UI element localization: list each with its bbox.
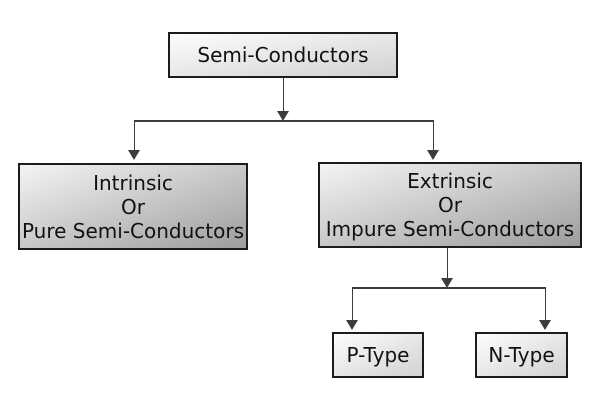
connector-level1-branch <box>134 120 434 122</box>
connector-p-type-drop <box>352 289 353 320</box>
node-p-type-label: P-Type <box>346 343 410 367</box>
connector-extrinsic-drop <box>433 122 434 150</box>
connector-intrinsic-drop <box>134 122 135 150</box>
node-extrinsic-line2: Or <box>438 193 462 217</box>
node-intrinsic-line3: Pure Semi-Conductors <box>21 218 245 243</box>
arrow-down-extrinsic-stem-icon <box>441 278 453 288</box>
node-p-type: P-Type <box>332 332 424 378</box>
connector-extrinsic-stem <box>447 248 448 279</box>
node-intrinsic: Intrinsic Or Pure Semi-Conductors <box>18 163 248 250</box>
connector-level2-branch <box>352 287 546 289</box>
node-extrinsic-line1: Extrinsic <box>407 169 493 193</box>
node-extrinsic: Extrinsic Or Impure Semi-Conductors <box>318 162 582 248</box>
connector-n-type-drop <box>545 289 546 320</box>
arrow-down-p-type-icon <box>346 320 358 330</box>
arrow-down-root-icon <box>277 111 289 121</box>
node-intrinsic-line1: Intrinsic <box>93 170 173 195</box>
arrow-down-intrinsic-icon <box>128 150 140 160</box>
node-semi-conductors-label: Semi-Conductors <box>197 43 369 67</box>
arrow-down-extrinsic-icon <box>427 150 439 160</box>
connector-root-stem <box>283 78 284 112</box>
arrow-down-n-type-icon <box>539 320 551 330</box>
node-n-type: N-Type <box>475 332 568 378</box>
node-extrinsic-line3: Impure Semi-Conductors <box>325 217 575 241</box>
node-n-type-label: N-Type <box>488 343 555 367</box>
node-semi-conductors: Semi-Conductors <box>168 32 398 78</box>
node-intrinsic-line2: Or <box>121 194 145 219</box>
